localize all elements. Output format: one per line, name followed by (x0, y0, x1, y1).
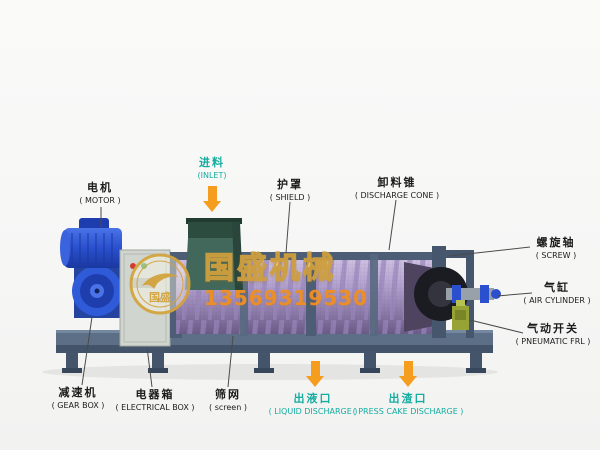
label-screw-zh: 螺旋轴 (536, 236, 576, 249)
label-screw-en: ( SCREW ) (535, 250, 577, 260)
label-inlet-zh: 进料 (198, 156, 225, 169)
label-pneumatic-frl-zh: 气动开关 (526, 322, 579, 335)
label-discharge-cone: 卸料锥 ( DISCHARGE CONE ) (354, 176, 440, 200)
machine-legs (62, 352, 486, 373)
label-motor-en: ( MOTOR ) (79, 195, 121, 205)
label-motor-zh: 电机 (87, 181, 113, 194)
label-air-cylinder-en: ( AIR CYLINDER ) (523, 295, 591, 305)
label-electrical-box-zh: 电器箱 (135, 388, 175, 401)
label-screen-en: ( screen ) (209, 402, 247, 412)
gearbox-graphic (72, 266, 126, 318)
electrical-box-graphic (119, 249, 171, 347)
hopper-graphic (185, 218, 243, 290)
press-cake-discharge-arrow-icon (399, 361, 417, 387)
liquid-discharge-arrow-icon (306, 361, 324, 387)
label-discharge-cone-en: ( DISCHARGE CONE ) (354, 190, 440, 200)
label-electrical-box-en: ( ELECTRICAL BOX ) (115, 402, 195, 412)
label-pneumatic-frl: 气动开关 ( PNEUMATIC FRL ) (515, 322, 591, 346)
leader-lines (81, 199, 533, 388)
label-air-cylinder: 气缸 ( AIR CYLINDER ) (523, 281, 591, 305)
label-press-cake-discharge: 出渣口 ( PRESS CAKE DISCHARGE ) (352, 392, 464, 416)
label-discharge-cone-zh: 卸料锥 (377, 176, 417, 189)
inlet-arrow-icon (203, 186, 221, 212)
label-air-cylinder-zh: 气缸 (543, 281, 570, 294)
label-gear-box: 减速机 ( GEAR BOX ) (51, 386, 105, 410)
label-electrical-box: 电器箱 ( ELECTRICAL BOX ) (115, 388, 195, 412)
label-liquid-discharge: 出液口 ( LIQUID DISCHARGE ) (268, 392, 358, 416)
label-screw: 螺旋轴 ( SCREW ) (535, 236, 577, 260)
barrel-graphic (176, 252, 434, 336)
label-shield: 护罩 ( SHIELD ) (269, 178, 311, 202)
label-inlet-en: (INLET) (197, 170, 227, 180)
label-press-cake-discharge-zh: 出渣口 (388, 392, 428, 405)
label-gear-box-en: ( GEAR BOX ) (51, 400, 105, 410)
label-press-cake-discharge-en: ( PRESS CAKE DISCHARGE ) (352, 406, 464, 416)
label-gear-box-zh: 减速机 (58, 386, 98, 399)
label-screen-zh: 筛网 (214, 388, 241, 401)
label-liquid-discharge-zh: 出液口 (293, 392, 333, 405)
label-liquid-discharge-en: ( LIQUID DISCHARGE ) (268, 406, 358, 416)
label-pneumatic-frl-en: ( PNEUMATIC FRL ) (515, 336, 591, 346)
label-shield-en: ( SHIELD ) (269, 192, 311, 202)
motor-graphic (60, 218, 122, 268)
label-inlet: 进料 (INLET) (197, 156, 227, 180)
pneumatic-frl-graphic (452, 300, 469, 330)
label-screen: 筛网 ( screen ) (209, 388, 247, 412)
label-motor: 电机 ( MOTOR ) (79, 181, 121, 205)
label-shield-zh: 护罩 (276, 178, 303, 191)
